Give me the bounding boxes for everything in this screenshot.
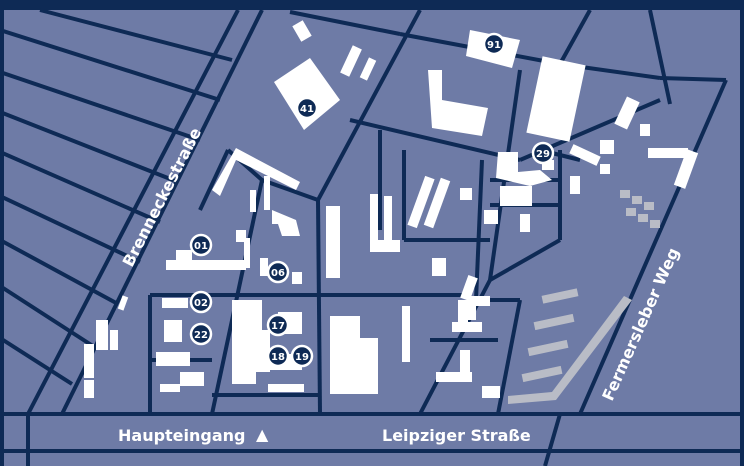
- marker-91[interactable]: 91: [482, 32, 506, 56]
- marker-02-label: 02: [194, 298, 208, 309]
- entrance-arrow-icon: ▲: [256, 425, 269, 444]
- marker-01-label: 01: [194, 241, 208, 252]
- marker-41-label: 41: [300, 104, 314, 115]
- marker-18-label: 18: [271, 352, 285, 363]
- marker-19-label: 19: [295, 352, 309, 363]
- marker-18[interactable]: 18: [266, 344, 290, 368]
- marker-22[interactable]: 22: [189, 322, 213, 346]
- buildings-layer: [84, 20, 699, 398]
- marker-02[interactable]: 02: [189, 290, 213, 314]
- marker-41[interactable]: 41: [295, 96, 319, 120]
- marker-17-label: 17: [271, 321, 285, 332]
- marker-29-label: 29: [536, 149, 550, 160]
- grey-buildings-layer: [508, 190, 660, 404]
- marker-91-label: 91: [487, 40, 501, 51]
- marker-06[interactable]: 06: [266, 260, 290, 284]
- marker-19[interactable]: 19: [290, 344, 314, 368]
- leipziger-street-label: Leipziger Straße: [382, 426, 531, 445]
- marker-22-label: 22: [194, 330, 208, 341]
- marker-29[interactable]: 29: [531, 141, 555, 165]
- entrance-label: Haupteingang: [118, 426, 246, 445]
- marker-06-label: 06: [271, 268, 285, 279]
- marker-17[interactable]: 17: [266, 313, 290, 337]
- marker-01[interactable]: 01: [189, 233, 213, 257]
